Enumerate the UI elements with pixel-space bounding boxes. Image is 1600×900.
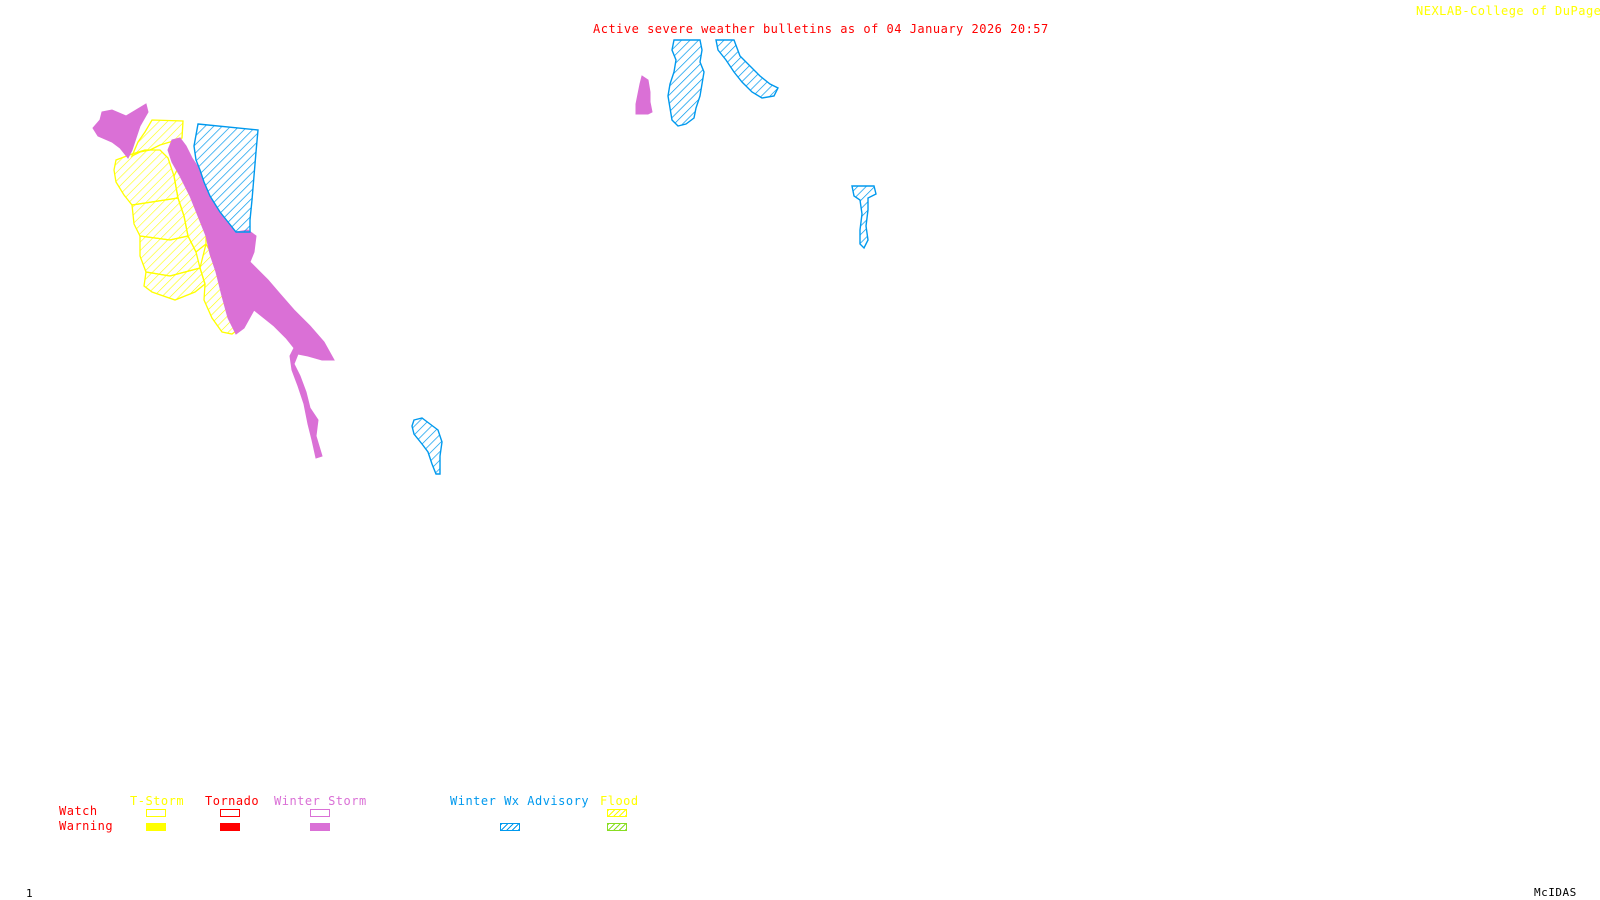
swatch-flood-warning (607, 823, 627, 831)
frame-number: 1 (26, 887, 34, 900)
winter-wx-advisory-north-b[interactable] (715, 39, 779, 99)
legend-col-flood: Flood (600, 794, 639, 808)
flood-watch-zone[interactable] (113, 149, 179, 206)
winter-wx-advisory-north-a[interactable] (667, 39, 705, 127)
legend-col-tstorm: T-Storm (130, 794, 185, 808)
swatch-flood-watch (607, 809, 627, 817)
flood-watch-zone[interactable] (143, 267, 206, 301)
legend-col-winter-storm: Winter Storm (274, 794, 367, 808)
swatch-tornado-warning (220, 823, 240, 831)
software-label: McIDAS (1534, 886, 1577, 899)
legend-row-watch: Watch (59, 804, 98, 818)
winter-storm-warning-west[interactable] (92, 103, 149, 159)
swatch-winter-storm-warning (310, 823, 330, 831)
swatch-winter-storm-watch (310, 809, 330, 817)
winter-wx-advisory-central[interactable] (851, 185, 877, 250)
credit-label: NEXLAB-College of DuPage R (1416, 4, 1600, 18)
legend-row-warning: Warning (59, 819, 114, 833)
swatch-tstorm-watch (146, 809, 166, 817)
winter-wx-advisory-south[interactable] (411, 417, 443, 475)
legend-col-tornado: Tornado (205, 794, 260, 808)
winter-storm-warning-north[interactable] (635, 75, 653, 115)
swatch-tornado-watch (220, 809, 240, 817)
winter-wx-advisory-west[interactable] (193, 123, 259, 233)
legend-col-winter-wx-advisory: Winter Wx Advisory (450, 794, 590, 808)
swatch-winter-wx-advisory (500, 823, 520, 831)
swatch-tstorm-warning (146, 823, 166, 831)
map-title: Active severe weather bulletins as of 04… (593, 22, 1049, 36)
